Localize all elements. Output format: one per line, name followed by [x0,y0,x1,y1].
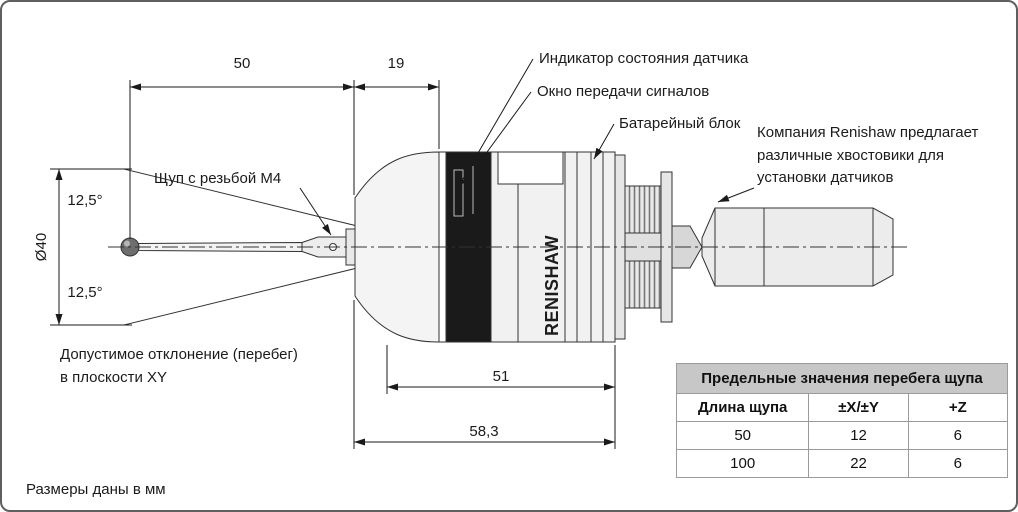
table-title: Предельные значения перебега щупа [676,363,1008,394]
cell-length: 100 [675,449,810,478]
cell-z: 6 [907,421,1009,450]
dimensions [50,80,616,449]
leader-signal-window [478,91,532,164]
table-row: 100 22 6 [675,449,1009,478]
shank-note-label: Компания Renishaw предлагает различные х… [757,124,979,186]
stylus-label: Щуп с резьбой M4 [154,170,282,187]
dim-19-label: 19 [387,55,405,72]
brand-text: RENISHAW [542,235,562,336]
table-header-xy: ±X/±Y [808,393,909,422]
indicator-notch [497,151,564,185]
signal-window-markings [453,166,474,217]
angle-top-label: 12,5° [67,192,103,209]
leader-lines [299,58,755,236]
dim-58-3-label: 58,3 [469,423,499,440]
table-header-row: Длина щупа ±X/±Y +Z [675,393,1009,422]
battery-pack-label: Батарейный блок [619,115,741,132]
status-indicator-label: Индикатор состояния датчика [539,50,749,67]
dim-50-label: 50 [233,55,251,72]
cell-z: 6 [907,449,1009,478]
dim-51-label: 51 [492,368,510,385]
cell-xy: 12 [808,421,909,450]
leader-shank [717,187,755,203]
leader-stylus [299,187,332,236]
thread-top [624,185,662,234]
leader-status-indicator [456,58,534,190]
leader-battery-pack [593,123,615,160]
cell-xy: 22 [808,449,909,478]
thread-bottom [624,260,662,309]
overtravel-note-label: Допустимое отклонение (перебег) в плоско… [60,346,298,386]
angle-bottom-label: 12,5° [67,284,103,301]
cell-length: 50 [675,421,810,450]
dia-40-label: Ø40 [33,232,50,262]
battery-and-clamp [614,154,703,340]
stylus-ball-highlight [124,240,130,247]
units-note-label: Размеры даны в мм [26,481,166,498]
table-header-stylus-length: Длина щупа [675,393,810,422]
overtravel-limits-table: Предельные значения перебега щупа Длина … [675,363,1009,478]
table-row: 50 12 6 [675,421,1009,450]
signal-window-label: Окно передачи сигналов [537,83,710,100]
table-header-z: +Z [907,393,1009,422]
